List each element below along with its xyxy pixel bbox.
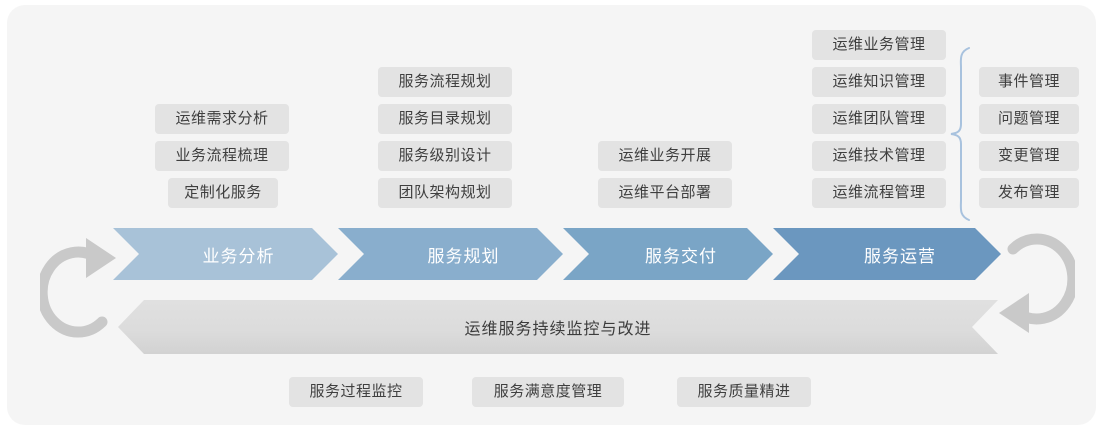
curly-brace-icon	[950, 47, 970, 221]
tag-service-planning-1[interactable]: 服务目录规划	[378, 104, 512, 134]
tag-service-delivery-0[interactable]: 运维业务开展	[598, 141, 732, 171]
tag-process-detail-3[interactable]: 发布管理	[979, 178, 1079, 208]
refresh-arrow-icon-left	[40, 238, 116, 338]
tag-service-operation-2[interactable]: 运维团队管理	[812, 104, 946, 134]
tag-business-analysis-0[interactable]: 运维需求分析	[155, 104, 289, 134]
tag-process-detail-1[interactable]: 问题管理	[979, 104, 1079, 134]
tag-business-analysis-1[interactable]: 业务流程梳理	[155, 141, 289, 171]
tag-process-detail-0[interactable]: 事件管理	[979, 67, 1079, 97]
tag-service-operation-1[interactable]: 运维知识管理	[812, 67, 946, 97]
tag-service-planning-2[interactable]: 服务级别设计	[378, 141, 512, 171]
tag-process-detail-2[interactable]: 变更管理	[979, 141, 1079, 171]
tag-service-planning-3[interactable]: 团队架构规划	[378, 178, 512, 208]
tag-service-delivery-1[interactable]: 运维平台部署	[598, 178, 732, 208]
tag-service-operation-0[interactable]: 运维业务管理	[812, 30, 946, 60]
tag-service-operation-4[interactable]: 运维流程管理	[812, 178, 946, 208]
tag-bottom-2[interactable]: 服务质量精进	[677, 377, 811, 407]
stage-chevron-service-operation[interactable]: 服务运营	[773, 228, 1001, 280]
tag-bottom-1[interactable]: 服务满意度管理	[472, 377, 624, 407]
refresh-arrow-icon-right	[999, 233, 1075, 333]
improvement-band: 运维服务持续监控与改进	[118, 300, 998, 354]
tag-service-operation-3[interactable]: 运维技术管理	[812, 141, 946, 171]
tag-business-analysis-2[interactable]: 定制化服务	[168, 178, 278, 208]
tag-bottom-0[interactable]: 服务过程监控	[289, 377, 423, 407]
tag-service-planning-0[interactable]: 服务流程规划	[378, 67, 512, 97]
stage-chevron-business-analysis[interactable]: 业务分析	[113, 228, 338, 280]
stage-chevron-service-planning[interactable]: 服务规划	[338, 228, 563, 280]
stage-chevron-service-delivery[interactable]: 服务交付	[563, 228, 773, 280]
